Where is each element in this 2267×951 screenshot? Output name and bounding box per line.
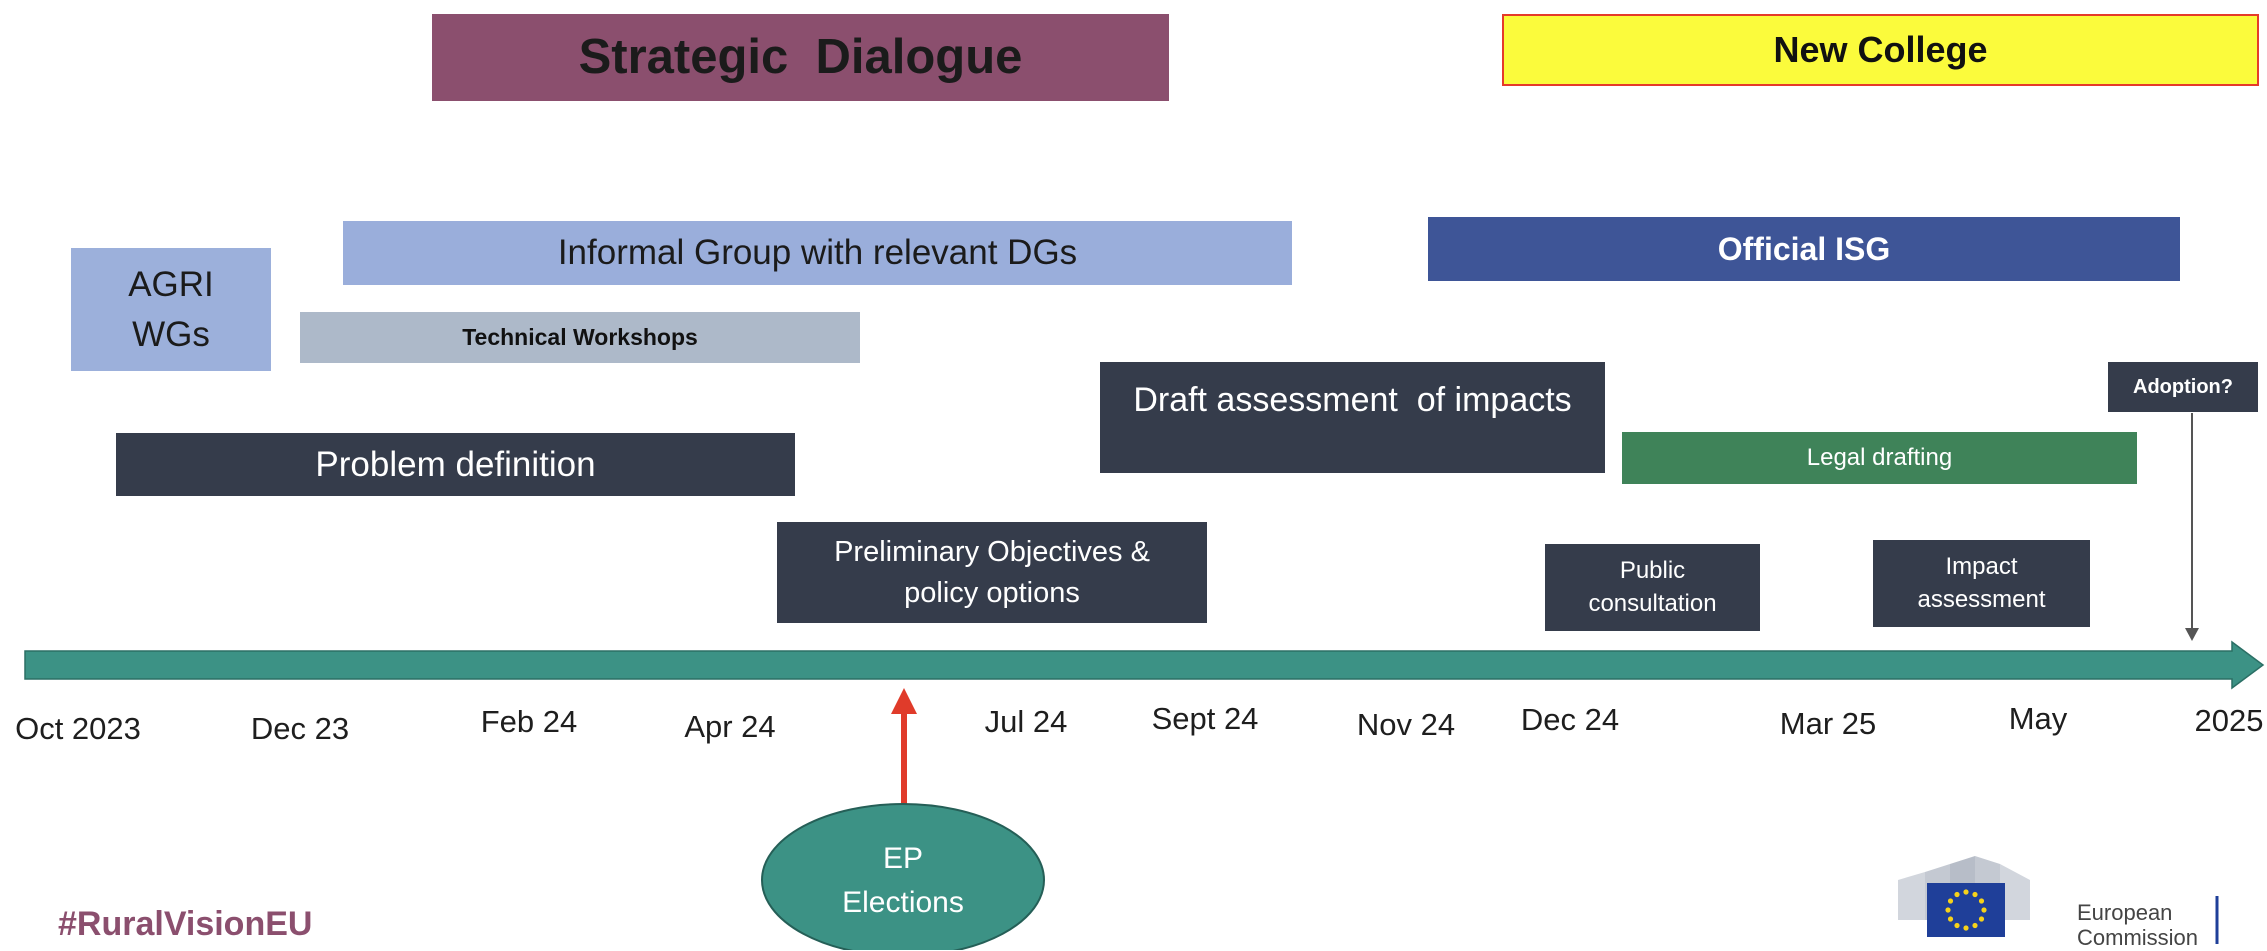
informal-group-bar: Informal Group with relevant DGs <box>343 221 1292 285</box>
elections-arrow-head <box>891 688 917 714</box>
ep-elections-line1: EP <box>882 842 924 875</box>
ep-elections-line2: Elections <box>842 886 964 919</box>
problem-definition-bar: Problem definition <box>116 433 795 496</box>
legal-drafting-bar: Legal drafting <box>1622 432 2137 484</box>
public-consultation-line1: Public <box>1619 556 1686 584</box>
commission-logo-line1: European <box>2077 900 2173 925</box>
legal-drafting-label: Legal drafting <box>1806 443 1953 471</box>
commission-building-logo <box>1898 856 2219 944</box>
adoption-pointer-head <box>2185 628 2199 641</box>
date-label: Nov 24 <box>1356 707 1456 742</box>
problem-definition-label: Problem definition <box>315 444 596 484</box>
date-label: Mar 25 <box>1779 706 1877 741</box>
hashtag-label: #RuralVisionEU <box>58 905 313 943</box>
commission-logo-text: European Commission <box>2077 900 2198 951</box>
impact-assessment-line2: assessment <box>1917 585 2046 613</box>
agri-wgs-box: AGRI WGs <box>71 248 271 371</box>
informal-group-label: Informal Group with relevant DGs <box>557 233 1078 272</box>
official-isg-label: Official ISG <box>1717 230 1891 267</box>
date-label: Dec 23 <box>250 711 350 746</box>
public-consultation-box: Public consultation <box>1545 544 1760 631</box>
technical-workshops-bar: Technical Workshops <box>300 312 860 363</box>
agri-wgs-line2: WGs <box>132 314 210 354</box>
date-label: 2025 <box>2194 703 2264 738</box>
new-college-label: New College <box>1773 29 1988 71</box>
ep-elections-ellipse <box>761 803 1045 950</box>
impact-assessment-box: Impact assessment <box>1873 540 2090 627</box>
date-label: Sept 24 <box>1151 701 1259 736</box>
draft-assessment-box: Draft assessment of impacts <box>1100 362 1605 473</box>
preliminary-objectives-box: Preliminary Objectives & policy options <box>777 522 1207 623</box>
date-label: Dec 24 <box>1520 702 1620 737</box>
adoption-box: Adoption? <box>2108 362 2258 412</box>
strategic-dialogue-banner: Strategic Dialogue <box>432 14 1169 101</box>
preliminary-line1: Preliminary Objectives & <box>834 535 1150 568</box>
date-label: May <box>2008 701 2068 736</box>
preliminary-line2: policy options <box>904 576 1080 609</box>
technical-workshops-label: Technical Workshops <box>462 323 698 350</box>
new-college-banner: New College <box>1502 14 2259 86</box>
strategic-dialogue-label: Strategic Dialogue <box>578 30 1023 85</box>
impact-assessment-line1: Impact <box>1945 552 2018 580</box>
agri-wgs-line1: AGRI <box>128 264 214 304</box>
official-isg-bar: Official ISG <box>1428 217 2180 281</box>
date-label: Oct 2023 <box>15 711 141 746</box>
timeline-arrow <box>24 640 2265 690</box>
public-consultation-line2: consultation <box>1588 589 1717 617</box>
draft-assessment-label: Draft assessment of impacts <box>1133 381 1572 419</box>
date-label: Feb 24 <box>480 704 578 739</box>
adoption-label: Adoption? <box>2133 376 2233 398</box>
commission-logo-line2: Commission <box>2077 925 2199 951</box>
ep-elections-label: EP Elections <box>763 835 1043 927</box>
date-label: Jul 24 <box>984 704 1068 739</box>
date-label: Apr 24 <box>684 709 776 744</box>
